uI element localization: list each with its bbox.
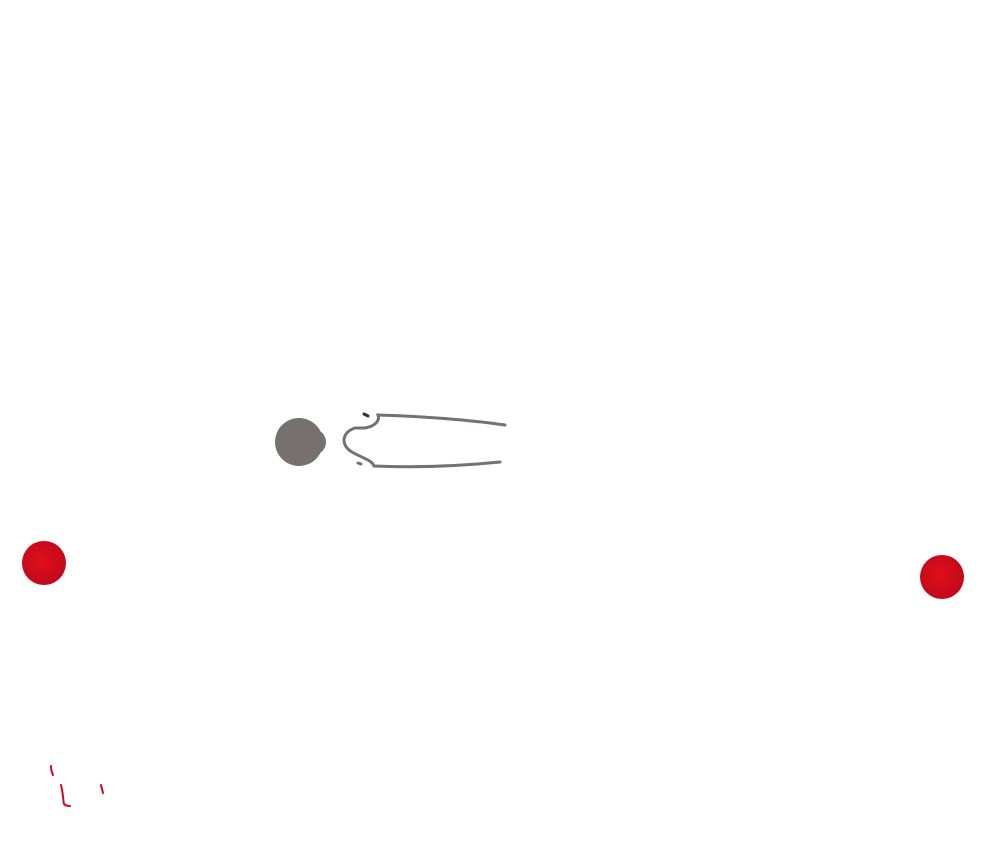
gray-ball-bump [300, 429, 326, 455]
red-dot-left [22, 541, 66, 585]
red-strokes [50, 765, 104, 807]
gray-outline-shape [342, 412, 507, 469]
red-dot-right [920, 555, 964, 599]
